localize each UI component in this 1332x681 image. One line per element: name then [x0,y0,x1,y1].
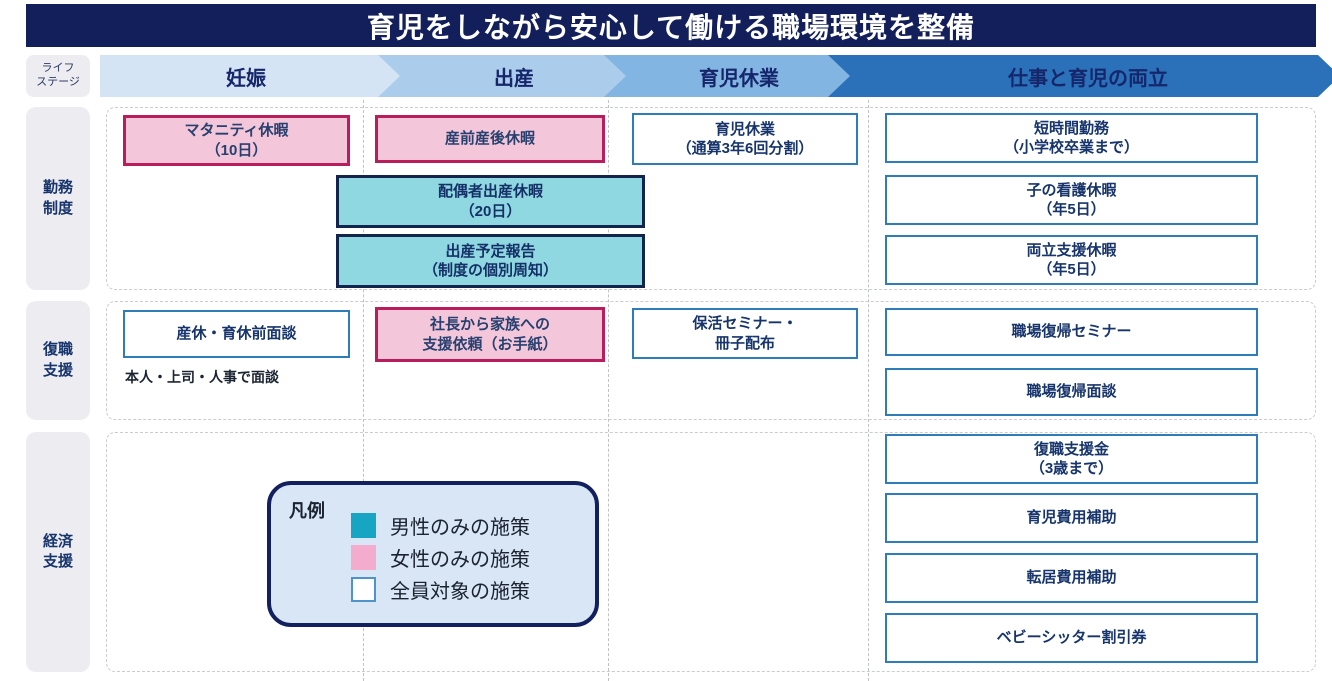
row-label-economic-support: 経済 支援 [26,432,90,672]
box-birth-plan-report: 出産予定報告 （制度の個別周知） [336,234,645,288]
row-label-work-system: 勤務 制度 [26,107,90,290]
legend-item-male: 男性のみの施策 [351,511,530,540]
page-title: 育児をしながら安心して働ける職場環境を整備 [26,4,1316,47]
box-maternity-leave: マタニティ休暇 （10日） [123,115,350,166]
box-spouse-birth-leave: 配偶者出産休暇 （20日） [336,175,645,228]
stage-arrow-pregnancy: 妊娠 [100,55,406,97]
lifestage-header: ライフ ステージ [26,55,90,97]
box-babysitter-discount: ベビーシッター割引券 [885,613,1258,663]
stage-arrow-work-balance: 仕事と育児の両立 [828,55,1332,97]
legend-item-female: 女性のみの施策 [351,543,530,572]
box-balance-support-leave: 両立支援休暇 （年5日） [885,235,1258,285]
all-policy-swatch-icon [351,577,376,602]
box-hokatsu-seminar: 保活セミナー・ 冊子配布 [632,308,858,359]
box-short-hours: 短時間勤務 （小学校卒業まで） [885,113,1258,163]
box-return-interview: 職場復帰面談 [885,368,1258,416]
column-divider-2 [608,100,609,681]
box-child-nursing-leave: 子の看護休暇 （年5日） [885,175,1258,225]
female-policy-swatch-icon [351,545,376,570]
male-policy-swatch-icon [351,513,376,538]
legend-label-male: 男性のみの施策 [390,517,530,539]
box-return-allowance: 復職支援金 （3歳まで） [885,434,1258,484]
legend-title: 凡例 [289,501,325,521]
box-pre-leave-interview: 産休・育休前面談 [123,310,350,358]
pre-leave-interview-note: 本人・上司・人事で面談 [125,369,279,385]
box-childcare-leave: 育児休業 （通算3年6回分割） [632,113,858,165]
row-label-return-support: 復職 支援 [26,301,90,420]
legend-label-female: 女性のみの施策 [390,549,530,571]
box-return-seminar: 職場復帰セミナー [885,308,1258,356]
legend-label-all: 全員対象の施策 [390,581,530,603]
box-relocation-cost-subsidy: 転居費用補助 [885,553,1258,603]
column-divider-3 [868,100,869,681]
stage-arrow-childcare-leave: 育児休業 [604,55,866,97]
box-prenatal-postnatal-leave: 産前産後休暇 [375,115,605,163]
column-divider-1 [363,100,364,681]
box-president-letter: 社長から家族への 支援依頼（お手紙） [375,307,605,362]
legend: 凡例 男性のみの施策 女性のみの施策 全員対象の施策 [267,481,599,627]
legend-item-all: 全員対象の施策 [351,575,530,604]
stage-arrow-birth: 出産 [378,55,642,97]
box-childcare-cost-subsidy: 育児費用補助 [885,493,1258,543]
